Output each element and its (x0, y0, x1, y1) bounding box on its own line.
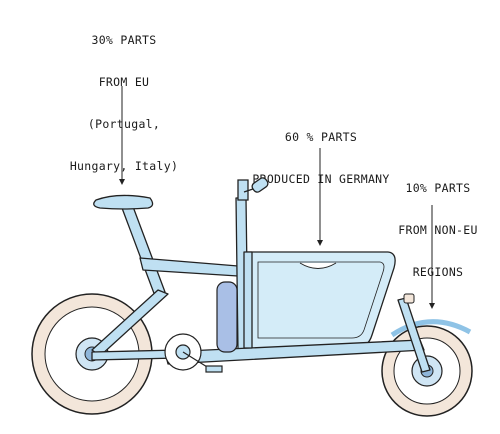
battery (216, 281, 238, 353)
headlight (403, 293, 415, 304)
bike-frame (91, 197, 431, 373)
crankset (164, 333, 223, 373)
front-fender (390, 319, 472, 338)
label-eu-parts: 30% PARTS FROM EU (Portugal, Hungary, It… (69, 33, 179, 173)
cargo-box (245, 251, 396, 349)
saddle (93, 194, 154, 210)
label-non-eu-parts: 10% PARTS FROM NON-EU REGIONS (398, 181, 478, 279)
handlebar (237, 177, 269, 201)
